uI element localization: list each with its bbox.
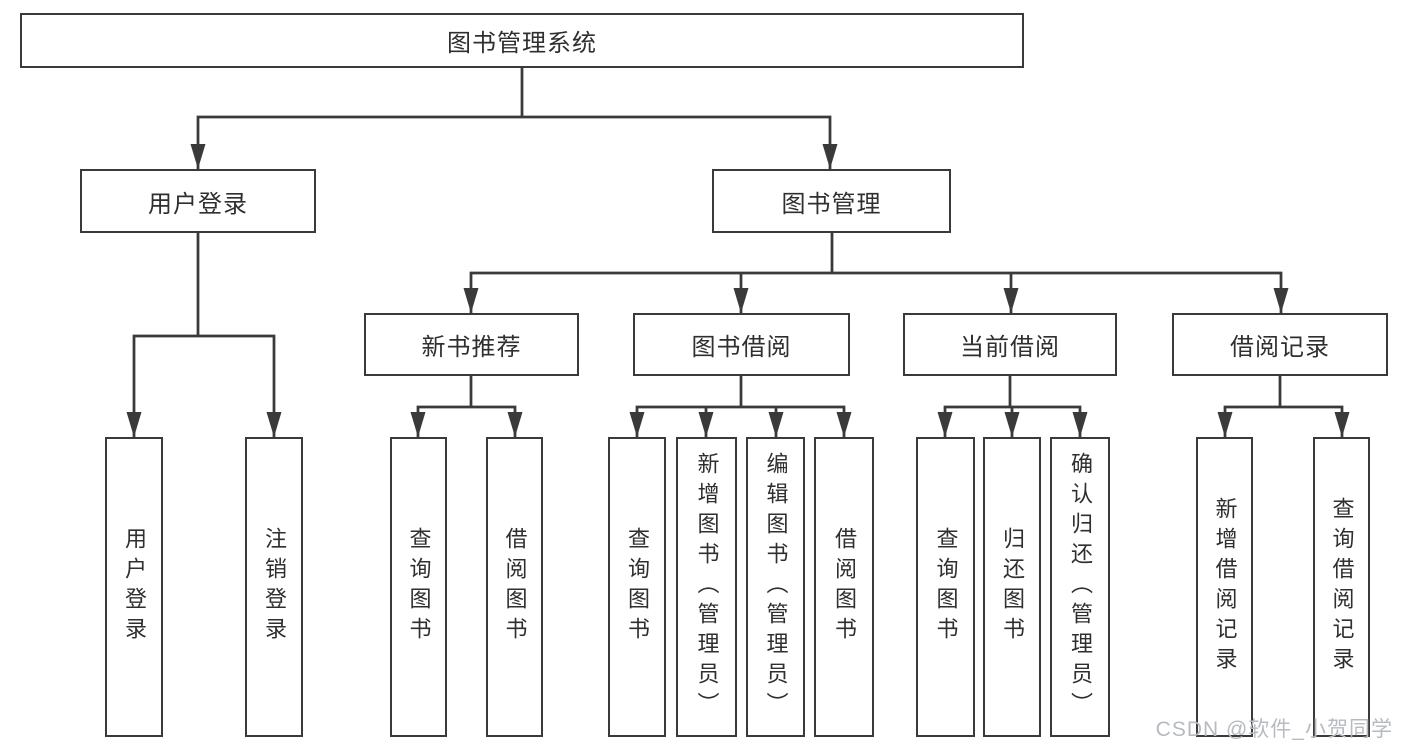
node-current-borrowing: 当前借阅 [903, 313, 1117, 376]
leaf-label: 借阅图书 [832, 527, 857, 647]
csdn-watermark: CSDN @软件_小贺同学 [1155, 718, 1393, 741]
leaf-add-book-admin: 新增图书（管理员） [676, 437, 737, 737]
leaf-query-books: 查询图书 [390, 437, 447, 737]
leaf-label: 注销登录 [262, 527, 287, 647]
connector-paths [132, 68, 1344, 437]
leaf-label: 查询图书 [933, 527, 959, 647]
leaf-label: 查询图书 [625, 527, 650, 647]
leaf-label: 归还图书 [1000, 527, 1025, 647]
leaf-add-borrow-record: 新增借阅记录 [1196, 437, 1253, 737]
node-book-borrowing: 图书借阅 [633, 313, 850, 376]
node-user-login: 用户登录 [80, 169, 316, 233]
node-borrowing-records: 借阅记录 [1172, 313, 1388, 376]
leaf-label: 新增图书（管理员） [694, 452, 720, 722]
leaf-label: 新增借阅记录 [1212, 497, 1238, 677]
leaf-borrow-books: 借阅图书 [814, 437, 874, 737]
leaf-confirm-return-admin: 确认归还（管理员） [1050, 437, 1110, 737]
node-book-management: 图书管理 [712, 169, 951, 233]
node-root-system: 图书管理系统 [20, 13, 1024, 68]
leaf-label: 确认归还（管理员） [1068, 452, 1093, 722]
leaf-logout: 注销登录 [245, 437, 303, 737]
leaf-user-login: 用户登录 [105, 437, 163, 737]
leaf-label: 借阅图书 [502, 527, 528, 647]
leaf-query-books: 查询图书 [608, 437, 666, 737]
leaf-borrow-books: 借阅图书 [486, 437, 543, 737]
leaf-label: 查询借阅记录 [1329, 497, 1355, 677]
leaf-return-books: 归还图书 [983, 437, 1041, 737]
leaf-label: 编辑图书（管理员） [763, 452, 789, 722]
leaf-label: 用户登录 [122, 527, 147, 647]
leaf-query-books: 查询图书 [916, 437, 975, 737]
leaf-edit-book-admin: 编辑图书（管理员） [746, 437, 805, 737]
leaf-label: 查询图书 [406, 527, 432, 647]
leaf-query-borrow-record: 查询借阅记录 [1313, 437, 1370, 737]
node-new-book-recommend: 新书推荐 [364, 313, 579, 376]
